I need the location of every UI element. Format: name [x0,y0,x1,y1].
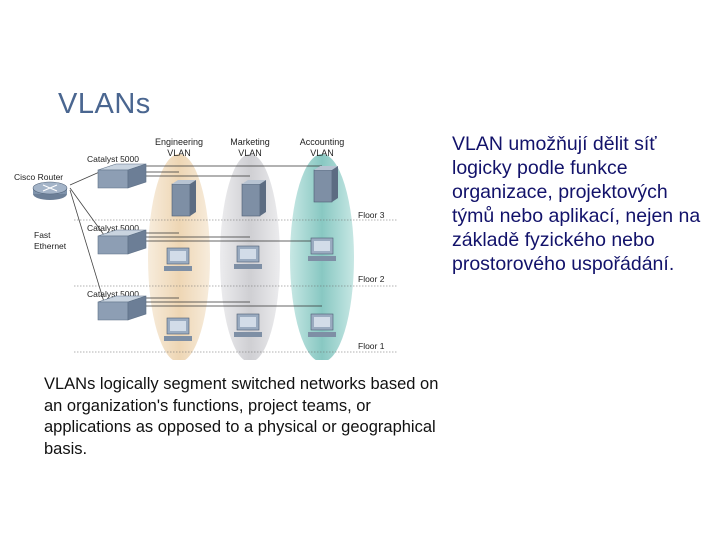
switch-links [144,165,322,307]
workstation-icon-engineering-floor1 [164,317,192,341]
floor-label-3: Floor 3 [358,210,385,220]
server-icon-engineering-floor3 [171,180,196,217]
vlan-diagram: Engineering VLAN Marketing VLAN Accounti… [14,137,397,360]
slide-title: VLANs [58,88,151,120]
server-icon-marketing-floor3 [241,180,266,217]
switch-label-floor1: Catalyst 5000 [87,289,139,299]
floor-label-1: Floor 1 [358,341,385,351]
workstation-icon-marketing-floor2 [234,245,262,269]
switch-icon-floor3: Catalyst 5000 [87,154,147,189]
switch-icon-floor1: Catalyst 5000 [87,289,147,321]
workstation-icon-marketing-floor1 [234,313,262,337]
vlan-label-engineering: Engineering [155,137,203,147]
server-icon-accounting-floor3 [313,166,338,203]
fast-ethernet-label-2: Ethernet [34,241,67,251]
workstation-icon-accounting-floor2 [308,237,336,261]
vlan-label-engineering-2: VLAN [167,148,191,158]
czech-description: VLAN umožňují dělit síť logicky podle fu… [452,133,701,275]
vlan-label-accounting: Accounting [300,137,345,147]
workstation-icon-accounting-floor1 [308,313,336,337]
workstation-icon-engineering-floor2 [164,247,192,271]
floor-label-2: Floor 2 [358,274,385,284]
english-caption: VLANs logically segment switched network… [44,375,439,458]
fast-ethernet-label-1: Fast [34,230,51,240]
vlan-label-accounting-2: VLAN [310,148,334,158]
switch-label-floor3: Catalyst 5000 [87,154,139,164]
switch-label-floor2: Catalyst 5000 [87,223,139,233]
router-icon [32,181,68,200]
vlan-label-marketing-2: VLAN [238,148,262,158]
vlan-label-marketing: Marketing [230,137,270,147]
router-label: Cisco Router [14,172,63,182]
switch-icon-floor2: Catalyst 5000 [87,223,147,255]
